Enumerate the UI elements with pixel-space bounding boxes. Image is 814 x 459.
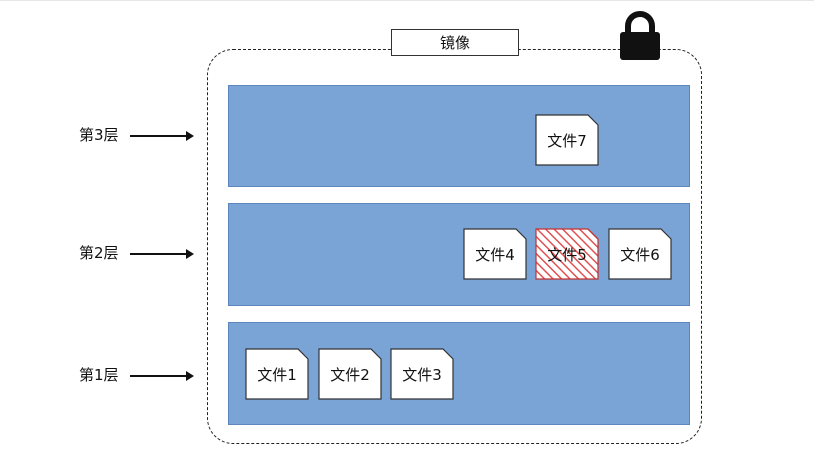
file-label: 文件5 <box>547 245 587 264</box>
file-1: 文件1 <box>245 348 309 400</box>
lock-icon <box>620 11 660 60</box>
file-icon <box>390 348 454 400</box>
file-label: 文件7 <box>547 131 587 150</box>
layer-3-band <box>228 85 690 187</box>
file-label: 文件3 <box>402 365 442 384</box>
file-label: 文件2 <box>330 365 370 384</box>
file-5-removed: 文件5 <box>535 228 599 280</box>
file-icon <box>463 228 527 280</box>
file-2: 文件2 <box>318 348 382 400</box>
layer-3-label: 第3层 <box>79 126 119 144</box>
file-7: 文件7 <box>535 114 599 166</box>
file-icon <box>535 114 599 166</box>
file-label: 文件4 <box>475 245 515 264</box>
arrow-icon <box>130 249 194 259</box>
arrow-icon <box>130 131 194 141</box>
layer-2-label: 第2层 <box>79 244 119 262</box>
arrow-icon <box>130 371 194 381</box>
file-label: 文件6 <box>620 245 660 264</box>
file-icon <box>245 348 309 400</box>
top-divider <box>0 0 814 1</box>
file-icon-hatched <box>535 228 599 280</box>
layer-1-label: 第1层 <box>79 366 119 384</box>
file-icon <box>608 228 672 280</box>
file-6: 文件6 <box>608 228 672 280</box>
file-4: 文件4 <box>463 228 527 280</box>
image-title: 镜像 <box>391 29 519 56</box>
file-3: 文件3 <box>390 348 454 400</box>
file-label: 文件1 <box>257 365 297 384</box>
file-icon <box>318 348 382 400</box>
